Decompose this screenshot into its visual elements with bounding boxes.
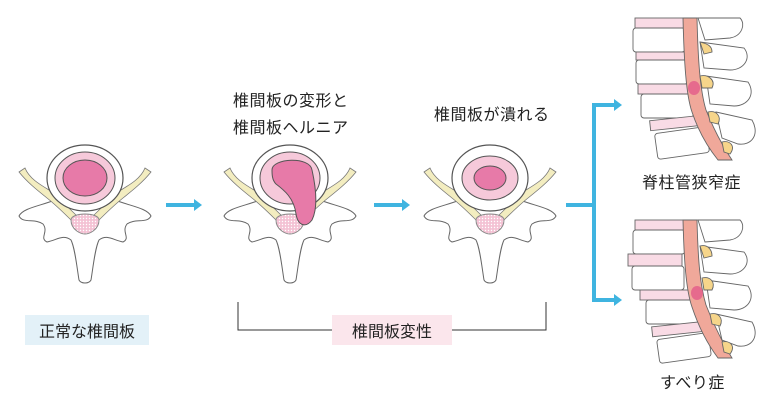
herniated-disc-illustration: [223, 144, 357, 284]
arrow-icon: [374, 199, 410, 211]
collapse-label: 椎間板が潰れる: [434, 105, 550, 124]
normal-disc-label: 正常な椎間板: [25, 315, 149, 345]
degeneration-label: 椎間板変性: [332, 315, 452, 345]
stenosis-label: 脊柱管狭窄症: [642, 173, 742, 192]
spondylolisthesis-illustration: [627, 219, 756, 364]
arrow-icon: [166, 199, 202, 211]
normal-disc-illustration: [18, 144, 152, 284]
spinal-stenosis-illustration: [632, 17, 756, 161]
branch-arrow-icon: [566, 99, 622, 306]
collapsed-disc-illustration: [423, 144, 557, 284]
herniation-label-line1: 椎間板の変形と: [233, 91, 349, 110]
spondylolisthesis-label: すべり症: [660, 373, 725, 392]
herniation-label-line2: 椎間板ヘルニア: [233, 118, 349, 137]
